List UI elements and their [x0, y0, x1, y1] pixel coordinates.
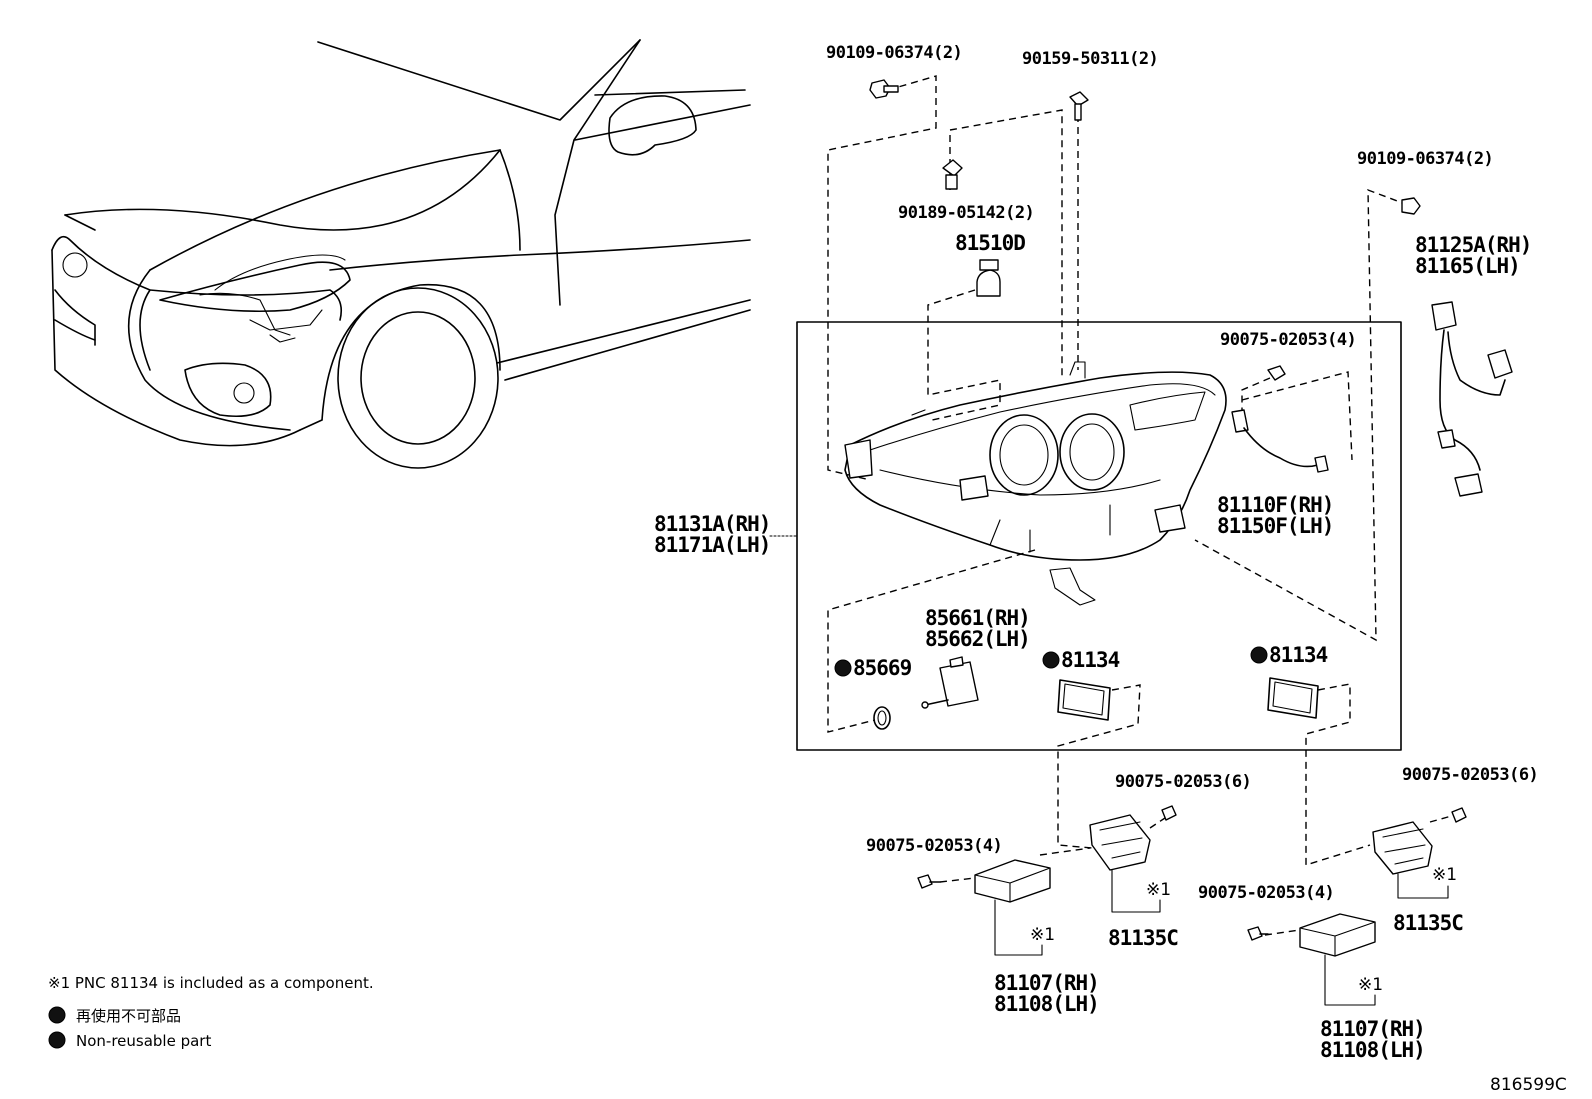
bracket-left-icon: [1089, 814, 1151, 871]
label-wire-lh: 81150F(LH): [1217, 514, 1333, 538]
label-bolt-top-left: 90109-06374(2): [826, 43, 962, 63]
clip-icon: [942, 159, 963, 190]
oring-icon: [873, 706, 891, 730]
label-bolt-right-top: 90109-06374(2): [1357, 149, 1493, 169]
label-screw-computer-left: 90075-02053(4): [866, 836, 1002, 856]
label-computer-left-rh: 81107(RH): [994, 971, 1099, 995]
label-screw-bracket-left: 90075-02053(6): [1115, 772, 1251, 792]
label-bulb: 81510D: [955, 231, 1025, 255]
wire-harness-icon: [1231, 409, 1329, 473]
label-screw-bracket-right: 90075-02053(6): [1402, 765, 1538, 785]
label-socket-lh: 81165(LH): [1415, 254, 1520, 278]
bulb-icon: [976, 259, 1001, 297]
screw-icon-computer-right: [1247, 926, 1269, 941]
label-screw-top: 90159-50311(2): [1022, 49, 1158, 69]
label-actuator-rh: 85661(RH): [925, 606, 1030, 630]
screw-icon-bracket-left: [1161, 805, 1177, 821]
bolt-icon: [869, 79, 899, 99]
mark-3: ※1: [1030, 925, 1055, 945]
bolt-icon-right: [1401, 197, 1421, 215]
mark-4: ※1: [1358, 975, 1383, 995]
computer-left-icon: [974, 859, 1051, 903]
solid-leader-lines: [994, 869, 1449, 1006]
gasket-right-icon: [1267, 677, 1319, 719]
screw-icon-computer-left: [917, 874, 941, 889]
label-computer-right-lh: 81108(LH): [1320, 1038, 1425, 1062]
nonreusable-dot-gasket-left: [1042, 651, 1060, 669]
label-actuator-lh: 85662(LH): [925, 627, 1030, 651]
label-computer-left-lh: 81108(LH): [994, 992, 1099, 1016]
label-screw-computer-right: 90075-02053(4): [1198, 883, 1334, 903]
label-gasket-left: 81134: [1061, 648, 1120, 672]
label-clip: 90189-05142(2): [898, 203, 1034, 223]
nonreusable-dot-gasket-right: [1250, 646, 1268, 664]
socket-harness-icon: [1431, 301, 1513, 497]
screw-icon-upper-right: [1267, 365, 1286, 381]
label-headlamp-lh: 81171A(LH): [654, 533, 770, 557]
reference-code: 816599C: [1490, 1075, 1567, 1095]
label-screw-upper-right: 90075-02053(4): [1220, 330, 1356, 350]
label-bracket-left: 81135C: [1108, 926, 1178, 950]
mark-2: ※1: [1432, 865, 1457, 885]
car-front-illustration: [51, 39, 751, 469]
legend-dot-jp: [48, 1006, 66, 1024]
bracket-right-icon: [1372, 821, 1433, 875]
legend-dot-en: [48, 1031, 66, 1049]
nonreusable-note-en: Non-reusable part: [76, 1032, 211, 1050]
label-oring: 85669: [853, 656, 912, 680]
mark-1: ※1: [1146, 880, 1171, 900]
label-bracket-right: 81135C: [1393, 911, 1463, 935]
label-socket-rh: 81125A(RH): [1415, 233, 1531, 257]
leveling-actuator-icon: [921, 656, 979, 709]
nonreusable-note-jp: 再使用不可部品: [76, 1007, 181, 1025]
assembly-box: [796, 321, 1402, 751]
nonreusable-dot-oring: [834, 659, 852, 677]
label-wire-rh: 81110F(RH): [1217, 493, 1333, 517]
dashed-leader-lines: [827, 75, 1456, 936]
pnc-note: ※1 PNC 81134 is included as a component.: [48, 974, 374, 992]
headlamp-assembly-icon: [844, 361, 1227, 606]
label-gasket-right: 81134: [1269, 643, 1328, 667]
gasket-left-icon: [1057, 679, 1111, 721]
screw-icon-bracket-right: [1451, 807, 1467, 823]
label-computer-right-rh: 81107(RH): [1320, 1017, 1425, 1041]
label-headlamp-rh: 81131A(RH): [654, 512, 770, 536]
computer-right-icon: [1299, 913, 1376, 957]
screw-icon: [1069, 91, 1089, 121]
